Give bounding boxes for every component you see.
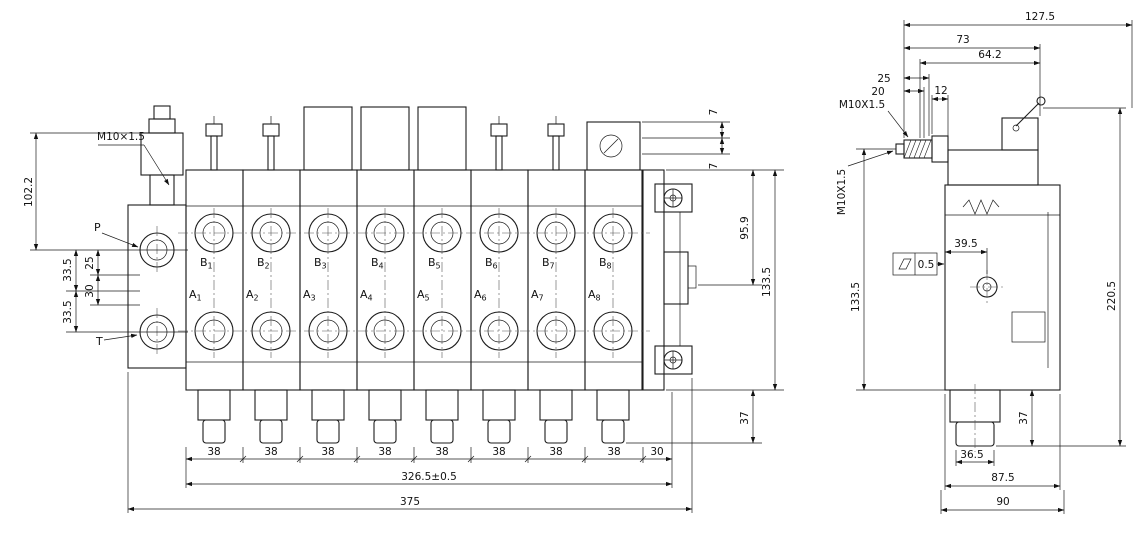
dim-38-1: 38 [207, 446, 220, 458]
side-view: 127.5 73 64.2 25 20 M10X1.5 12 M10X1.5 [836, 11, 1133, 514]
dim-38-7: 38 [549, 446, 562, 458]
dim-7-lower: 7 [708, 163, 720, 170]
side-dimensions-left: M10X1.5 133.5 39.5 0.5 [836, 148, 988, 391]
port-label-b8: B8 [599, 256, 612, 271]
section-end-caps [197, 389, 630, 444]
port-label-a3: A3 [303, 288, 316, 303]
dim-12: 12 [934, 85, 947, 97]
port-labels: B1 B2 B3 B4 B5 B6 B7 B8 A1 A2 A3 A4 A5 A… [189, 256, 612, 303]
dim-90: 90 [996, 496, 1009, 508]
flatness-value: 0.5 [918, 259, 935, 271]
dim-36-5: 36.5 [960, 449, 983, 461]
front-dimensions-bottom: 38 38 38 38 38 38 38 38 30 326.5±0.5 375 [127, 372, 693, 513]
dim-87-5: 87.5 [991, 472, 1014, 484]
port-label-a6: A6 [474, 288, 487, 303]
dim-95-9: 95.9 [739, 216, 751, 239]
side-body [944, 96, 1061, 452]
dim-73: 73 [956, 34, 969, 46]
port-label-a8: A8 [588, 288, 601, 303]
port-label-b4: B4 [371, 256, 384, 271]
dim-133-5-side: 133.5 [850, 282, 862, 312]
port-label-b3: B3 [314, 256, 327, 271]
section-operators [205, 106, 641, 171]
dim-25: 25 [84, 256, 96, 269]
dim-25-side: 25 [877, 73, 890, 85]
end-plate [642, 169, 697, 391]
port-label-a4: A4 [360, 288, 373, 303]
port-label-b5: B5 [428, 256, 441, 271]
port-label-b7: B7 [542, 256, 555, 271]
relief-valve [140, 105, 184, 206]
thread-label-top: M10X1.5 [839, 99, 885, 111]
dim-33-5-bottom: 33.5 [62, 300, 74, 323]
dim-30-chain: 30 [650, 446, 663, 458]
dim-30: 30 [84, 284, 96, 297]
dim-326-5: 326.5±0.5 [401, 471, 457, 483]
dim-220-5: 220.5 [1106, 281, 1118, 311]
dim-7-upper: 7 [708, 109, 720, 116]
valve-sections [185, 169, 643, 391]
port-label-b1: B1 [200, 256, 213, 271]
dim-375: 375 [400, 496, 420, 508]
side-threaded-stud [895, 135, 949, 163]
port-label-b2: B2 [257, 256, 270, 271]
port-p-label: P [94, 221, 101, 234]
dim-37-side: 37 [1018, 411, 1030, 424]
port-label-a5: A5 [417, 288, 430, 303]
dim-64-2: 64.2 [978, 49, 1001, 61]
dim-38-4: 38 [378, 446, 391, 458]
relief-thread-label: M10×1.5 [97, 131, 145, 143]
dim-38-5: 38 [435, 446, 448, 458]
side-dimensions-right-bottom: 220.5 37 36.5 87.5 90 [940, 107, 1126, 514]
dim-38-8: 38 [607, 446, 620, 458]
front-view: B1 B2 B3 B4 B5 B6 B7 B8 A1 A2 A3 A4 A5 A… [23, 105, 784, 513]
port-label-b6: B6 [485, 256, 498, 271]
port-label-a2: A2 [246, 288, 259, 303]
dim-37-front: 37 [739, 411, 751, 424]
port-label-a7: A7 [531, 288, 544, 303]
port-t-label: T [95, 335, 103, 348]
dim-38-6: 38 [492, 446, 505, 458]
dim-102-2: 102.2 [23, 177, 35, 207]
front-dimensions-right: 7 7 95.9 133.5 37 [626, 109, 784, 444]
front-dimensions-left: M10×1.5 102.2 33.5 25 30 33.5 P T [23, 131, 188, 348]
dim-39-5: 39.5 [954, 238, 977, 250]
dim-127-5: 127.5 [1025, 11, 1055, 23]
dim-38-3: 38 [321, 446, 334, 458]
dim-38-2: 38 [264, 446, 277, 458]
dim-20: 20 [871, 86, 884, 98]
dim-33-5-top: 33.5 [62, 258, 74, 281]
dim-133-5-front: 133.5 [761, 267, 773, 297]
flatness-symbol [898, 258, 912, 270]
side-dimensions-top: 127.5 73 64.2 25 20 M10X1.5 12 [839, 11, 1133, 148]
port-label-a1: A1 [189, 288, 202, 303]
thread-label-side: M10X1.5 [836, 169, 848, 215]
